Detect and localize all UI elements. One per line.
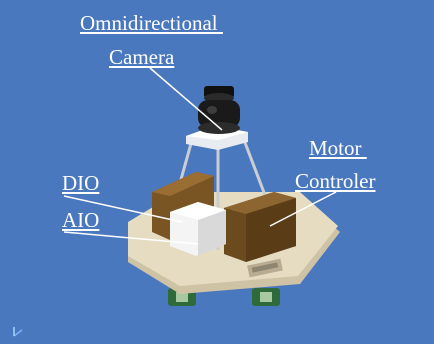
omnidirectional-camera	[198, 86, 240, 134]
axis-indicator-icon	[13, 327, 23, 337]
label-motor-controler-line2: Controler	[295, 169, 376, 193]
label-omnidirectional-camera-line2: Camera	[109, 45, 175, 69]
label-dio: DIO	[62, 171, 100, 195]
label-motor-controler-line1: Motor	[309, 136, 367, 160]
leader-lines	[63, 67, 337, 245]
leader-motor	[269, 191, 337, 227]
leader-aio	[63, 231, 199, 245]
label-omnidirectional-camera-line1: Omnidirectional	[80, 11, 223, 35]
leader-camera	[149, 67, 223, 131]
leader-dio	[63, 195, 183, 223]
label-aio: AIO	[62, 208, 100, 232]
